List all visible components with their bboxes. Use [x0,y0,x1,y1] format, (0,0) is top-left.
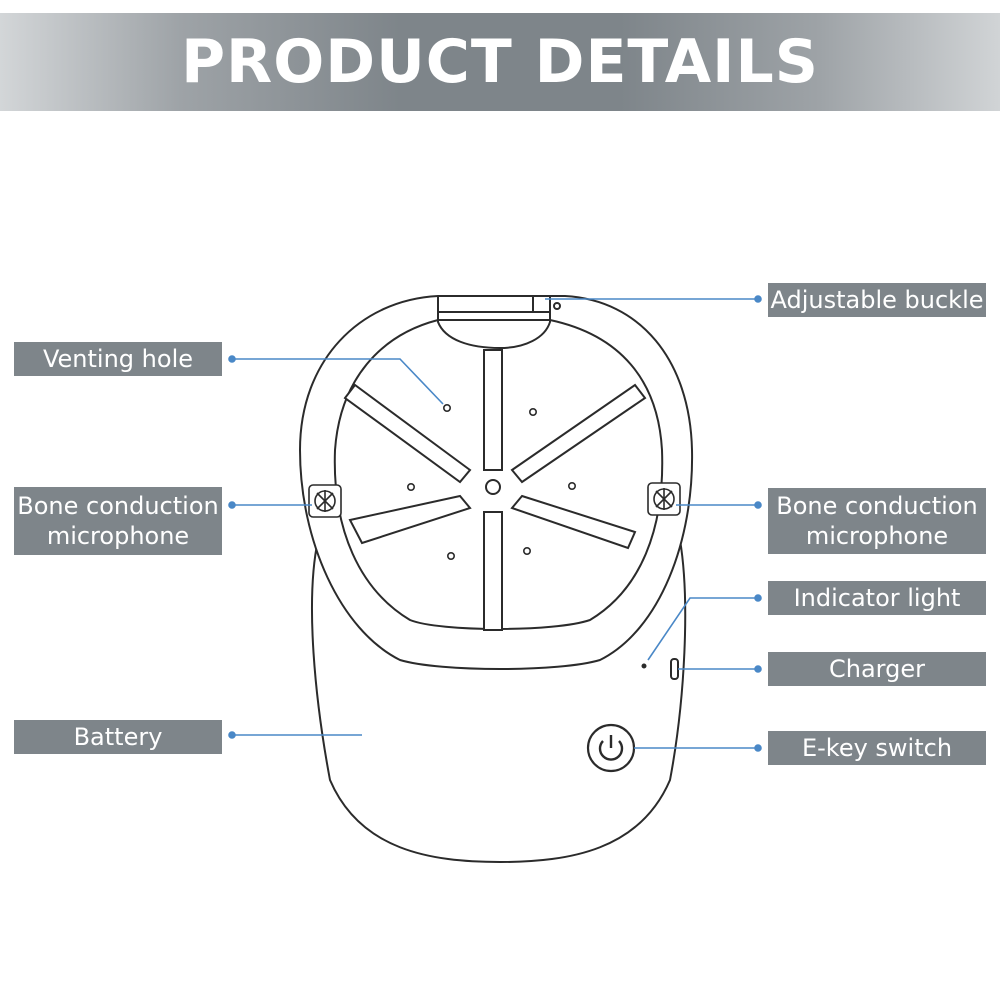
leader-venting-hole [232,358,444,405]
indicator-light-dot [641,663,647,669]
adjustable-buckle-strap [437,296,551,350]
cap-outer-band [298,295,694,670]
label-venting-hole: Venting hole [14,342,222,376]
label-bone-mic-right: Bone conduction microphone [768,488,986,554]
title-banner: PRODUCT DETAILS [0,13,1000,111]
label-ekey-switch: E-key switch [768,731,986,765]
charger-port [670,658,679,680]
leader-indicator-light [647,597,758,661]
bone-mic-icon [647,482,681,516]
cap-brim [311,539,687,864]
label-indicator-light: Indicator light [768,581,986,615]
label-battery: Battery [14,720,222,754]
buckle-clasp [532,295,551,313]
cap-inner-crown [333,319,664,630]
crown-ribs [343,349,647,631]
venting-holes [406,403,576,560]
label-bone-mic-left: Bone conduction microphone [14,487,222,555]
bone-mic-icon [308,484,342,518]
page-title: PRODUCT DETAILS [181,27,819,97]
label-charger: Charger [768,652,986,686]
power-icon [586,723,636,773]
label-adjustable-buckle: Adjustable buckle [768,283,986,317]
center-button [485,479,501,495]
